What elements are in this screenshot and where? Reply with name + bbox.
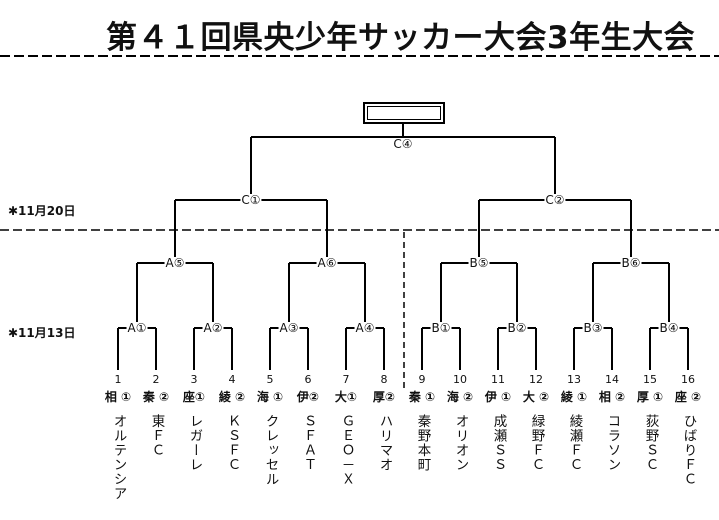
slot-number-16: 16 (681, 373, 695, 386)
team-name-4: ＫＳＦＣ (224, 414, 241, 472)
match-label-r1-4: A④ (354, 321, 376, 335)
match-label-qf-2: A⑥ (316, 256, 338, 270)
match-label-r1-2: A② (202, 321, 224, 335)
slot-number-13: 13 (567, 373, 581, 386)
match-label-r1-1: A① (126, 321, 148, 335)
slot-seed-tag-3: 座① (182, 390, 206, 404)
match-label-r1-5: B① (430, 321, 452, 335)
slot-seed-tag-6: 伊② (296, 390, 320, 404)
slot-seed-tag-12: 大 ② (522, 390, 550, 404)
match-label-r1-6: B② (506, 321, 528, 335)
slot-seed-tag-7: 大① (334, 390, 358, 404)
slot-seed-tag-9: 秦 ① (408, 390, 436, 404)
slot-number-15: 15 (643, 373, 657, 386)
team-name-10: オリオン (452, 414, 469, 472)
slot-seed-tag-15: 厚 ① (636, 390, 664, 404)
date-label-final-rounds: ✱11月20日 (8, 204, 76, 218)
match-label-sf-2: C② (544, 193, 566, 207)
slot-number-2: 2 (152, 373, 160, 386)
slot-seed-tag-10: 海 ② (446, 390, 474, 404)
slot-seed-tag-4: 綾 ② (218, 390, 246, 404)
team-name-1: オルテンシア (110, 414, 127, 501)
slot-number-11: 11 (491, 373, 505, 386)
slot-number-10: 10 (453, 373, 467, 386)
slot-number-5: 5 (266, 373, 274, 386)
team-name-5: クレッセル (262, 414, 279, 487)
team-name-15: 荻野ＳＣ (642, 414, 659, 472)
match-label-qf-3: B⑤ (468, 256, 490, 270)
slot-number-9: 9 (418, 373, 426, 386)
champion-box (363, 102, 445, 124)
match-label-r1-7: B③ (582, 321, 604, 335)
slot-seed-tag-5: 海 ① (256, 390, 284, 404)
slot-seed-tag-13: 綾 ① (560, 390, 588, 404)
team-name-7: ＧＥＯ－Ｘ (338, 414, 355, 487)
team-name-12: 緑野ＦＣ (528, 414, 545, 472)
page-title: 第４１回県央少年サッカー大会3年生大会 (106, 20, 696, 56)
slot-number-7: 7 (342, 373, 350, 386)
slot-seed-tag-8: 厚② (372, 390, 396, 404)
slot-number-1: 1 (114, 373, 122, 386)
team-name-6: ＳＦＡＴ (300, 414, 317, 472)
match-label-sf-1: C① (240, 193, 262, 207)
champion-box-inner (367, 106, 441, 120)
team-name-13: 綾瀬ＦＣ (566, 414, 583, 472)
slot-number-3: 3 (190, 373, 198, 386)
slot-seed-tag-2: 秦 ② (142, 390, 170, 404)
team-name-8: ハリマオ (376, 414, 393, 472)
slot-number-12: 12 (529, 373, 543, 386)
team-name-3: レガーレ (186, 414, 203, 472)
match-label-qf-4: B⑥ (620, 256, 642, 270)
match-label-qf-1: A⑤ (164, 256, 186, 270)
slot-number-6: 6 (304, 373, 312, 386)
match-label-final: C④ (392, 137, 414, 151)
team-name-9: 秦野本町 (414, 414, 431, 472)
date-label-first-rounds: ✱11月13日 (8, 326, 76, 340)
team-name-11: 成瀬ＳＳ (490, 414, 507, 472)
match-label-r1-3: A③ (278, 321, 300, 335)
team-name-14: コラソン (604, 414, 621, 472)
team-name-16: ひばりＦＣ (680, 414, 697, 487)
slot-seed-tag-11: 伊 ① (484, 390, 512, 404)
slot-number-8: 8 (380, 373, 388, 386)
slot-seed-tag-1: 相 ① (104, 390, 132, 404)
slot-seed-tag-16: 座 ② (674, 390, 702, 404)
slot-number-14: 14 (605, 373, 619, 386)
team-name-2: 東ＦＣ (148, 414, 165, 458)
slot-seed-tag-14: 相 ② (598, 390, 626, 404)
slot-number-4: 4 (228, 373, 236, 386)
match-label-r1-8: B④ (658, 321, 680, 335)
